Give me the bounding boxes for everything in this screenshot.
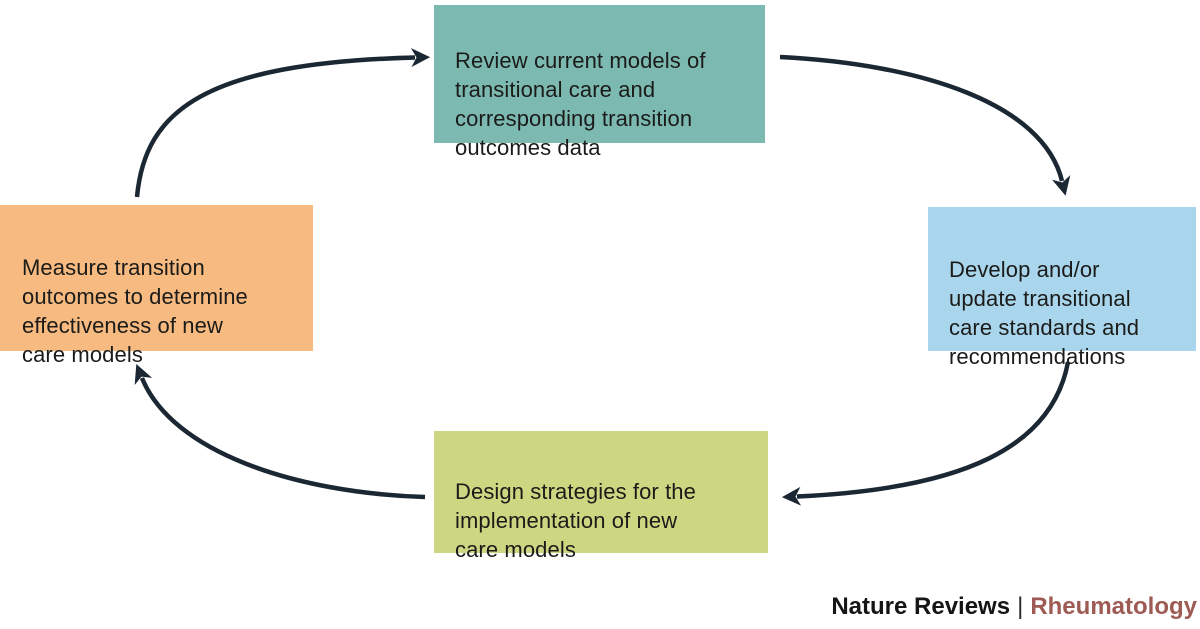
arrow-develop-to-design	[781, 361, 1071, 506]
box-develop-standards-label: Develop and/or update transitional care …	[949, 257, 1140, 369]
box-measure-outcomes-label: Measure transition outcomes to determine…	[22, 255, 248, 367]
box-review-models-label: Review current models of transitional ca…	[455, 48, 706, 160]
box-design-strategies: Design strategies for the implementation…	[434, 431, 768, 562]
nature-reviews-brand: Nature Reviews	[831, 593, 1011, 620]
arrow-review-to-develop	[779, 54, 1071, 196]
box-design-strategies-label: Design strategies for the implementation…	[455, 479, 696, 562]
brand-separator: |	[1017, 593, 1024, 620]
arrow-design-to-measure	[134, 363, 426, 500]
box-review-models: Review current models of transitional ca…	[434, 5, 765, 160]
box-develop-standards: Develop and/or update transitional care …	[928, 207, 1196, 369]
journal-credit: Nature Reviews|Rheumatology	[831, 593, 1197, 621]
journal-name: Rheumatology	[1030, 593, 1197, 620]
box-measure-outcomes: Measure transition outcomes to determine…	[0, 205, 313, 367]
arrow-measure-to-review	[134, 48, 431, 198]
